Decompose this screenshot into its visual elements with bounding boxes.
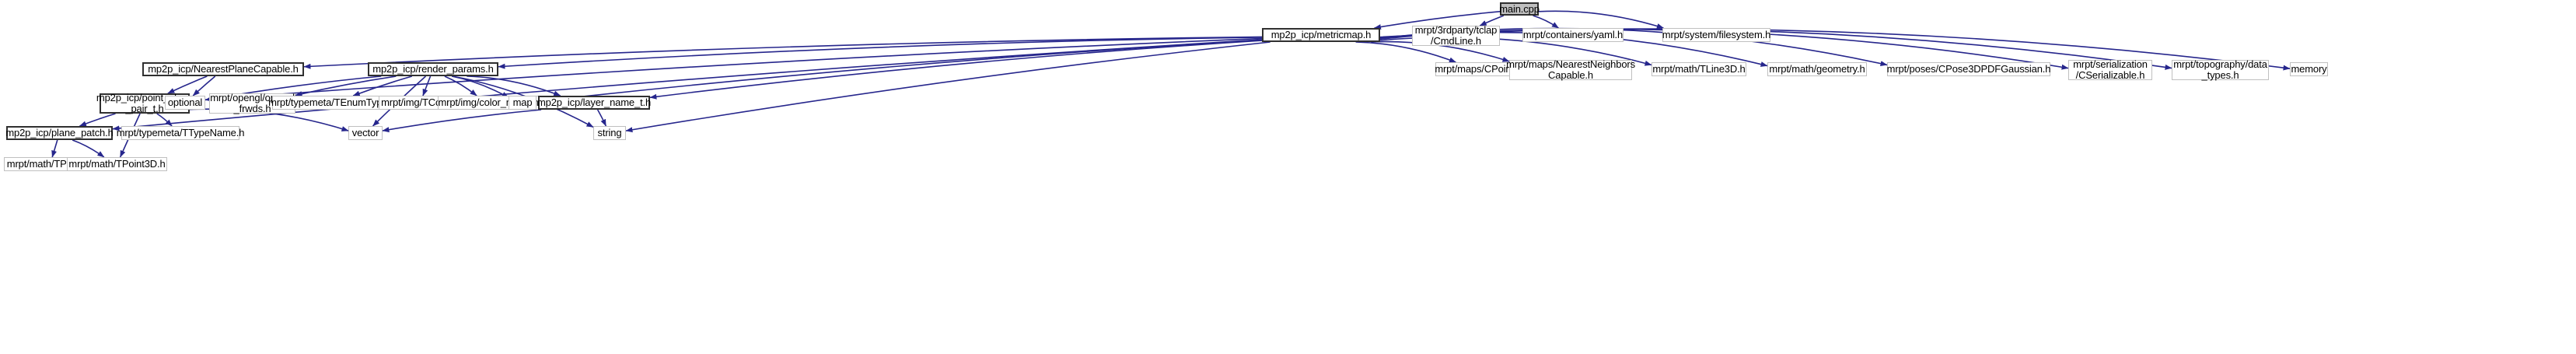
graph-node-nnCapable[interactable]: mrpt/maps/NearestNeighbors Capable.h [1506, 58, 1635, 81]
graph-node-topography[interactable]: mrpt/topography/data _types.h [2172, 59, 2269, 81]
edge-metricmap-to-map [536, 39, 1263, 104]
edge-metricmap-to-renderparams [498, 37, 1263, 69]
edge-metricmap-to-pointplanepair [189, 37, 1263, 103]
edge-planepatch-to-tplane [51, 139, 58, 158]
edge-layername-to-vector [382, 109, 542, 133]
graph-node-renderparams[interactable]: mp2p_icp/render_params.h [368, 62, 498, 76]
edge-renderparams-to-tenumtype [352, 75, 413, 96]
edge-layername-to-string [596, 109, 607, 127]
graph-node-planepatch[interactable]: mp2p_icp/plane_patch.h [5, 126, 114, 140]
edge-pointplanepair-to-ttypename [156, 113, 173, 127]
graph-node-string[interactable]: string [593, 126, 626, 140]
graph-node-tenumtype[interactable]: mrpt/typemeta/TEnumType.h [268, 96, 396, 110]
graph-node-map[interactable]: map [509, 96, 537, 110]
edge-renderparams-to-colormaps [444, 75, 477, 96]
graph-node-geometry[interactable]: mrpt/math/geometry.h [1767, 62, 1867, 76]
graph-node-tpoint3d[interactable]: mrpt/math/TPoint3D.h [67, 157, 167, 171]
graph-node-cpose3d[interactable]: mrpt/poses/CPose3DPDFGaussian.h [1886, 62, 2051, 76]
graph-node-cserializable[interactable]: mrpt/serialization /CSerializable.h [2068, 59, 2152, 81]
edge-renderparams-to-layername [467, 75, 561, 96]
edge-renderparams-to-tcolor [422, 75, 432, 96]
edge-main-to-filesystem [1538, 10, 1664, 29]
graph-node-filesystem[interactable]: mrpt/system/filesystem.h [1662, 28, 1771, 42]
edge-metricmap-to-planepatch [112, 39, 1263, 131]
edge-renderparams-to-openglfrwds [295, 75, 397, 97]
graph-node-vector[interactable]: vector [348, 126, 383, 140]
graph-node-yaml[interactable]: mrpt/containers/yaml.h [1522, 28, 1624, 42]
edge-planepatch-to-tpoint3d [72, 139, 105, 158]
edge-main-to-yaml [1533, 15, 1559, 29]
edge-pointplanepair-to-planepatch [79, 113, 116, 127]
graph-node-cmdline[interactable]: mrpt/3rdparty/tclap /CmdLine.h [1412, 25, 1500, 47]
edge-metricmap-to-layername [649, 40, 1263, 100]
edge-metricmap-to-string [625, 41, 1271, 133]
edge-nearestplane-to-pointplanepair [167, 75, 208, 94]
graph-node-nearestplane[interactable]: mp2p_icp/NearestPlaneCapable.h [142, 62, 304, 76]
graph-node-main[interactable]: main.cpp [1499, 2, 1540, 16]
graph-node-layername[interactable]: mp2p_icp/layer_name_t.h [537, 96, 652, 110]
graph-node-tline3d[interactable]: mrpt/math/TLine3D.h [1652, 62, 1746, 76]
graph-node-metricmap[interactable]: mp2p_icp/metricmap.h [1262, 28, 1380, 42]
edge-renderparams-to-map [451, 75, 509, 98]
graph-node-memory[interactable]: memory [2290, 62, 2328, 76]
graph-node-ttypename[interactable]: mrpt/typemeta/TTypeName.h [116, 126, 245, 140]
graph-node-optional[interactable]: optional [165, 96, 205, 110]
